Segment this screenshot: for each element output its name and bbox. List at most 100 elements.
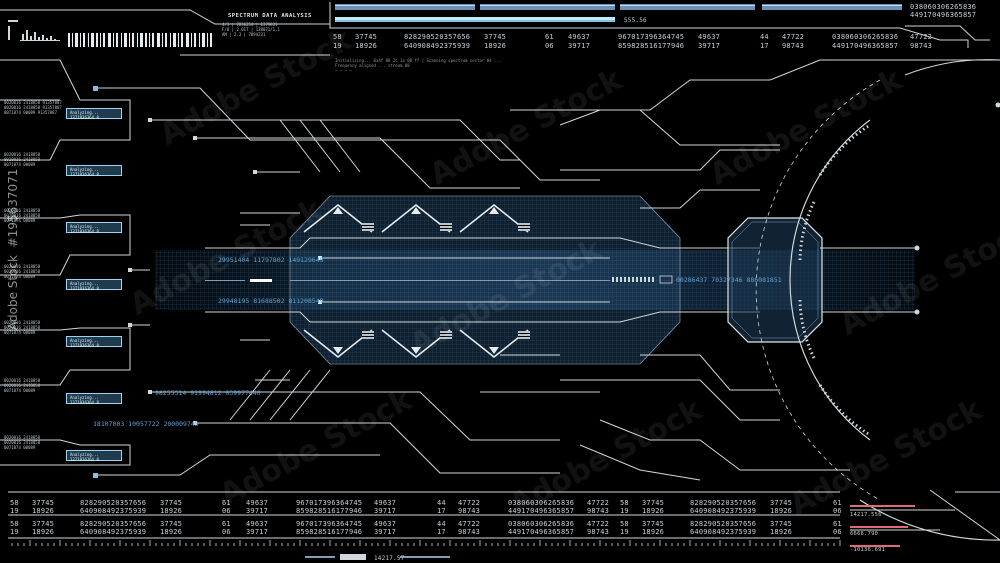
bottom-right-value-1: 14217.556: [850, 512, 882, 518]
side-watermark: Adobe Stock #195637071: [6, 168, 20, 330]
table-cell: 18926: [770, 528, 793, 536]
table-cell: 58: [10, 520, 19, 528]
table-cell: 37745: [32, 520, 55, 528]
center-right-readout: 00286437 70327346 886081851: [676, 276, 782, 284]
table-cell: 39717: [568, 42, 591, 50]
table-cell: 44: [437, 520, 446, 528]
table-cell: 37745: [770, 520, 793, 528]
analyzing-chip-6: Analyzing... 1371936364 8: [66, 393, 122, 405]
table-cell: 18926: [32, 528, 55, 536]
table-cell: 18926: [484, 42, 507, 50]
table-cell: 39717: [246, 528, 269, 536]
spectrum-title: SPECTRUM DATA ANALYSIS: [228, 13, 312, 19]
table-cell: 39717: [374, 507, 397, 515]
table-cell: 37745: [642, 499, 665, 507]
table-cell: 640908492375939: [690, 528, 757, 536]
center-lower-readout: 29948195 81688502 811208549: [218, 297, 324, 305]
spectrum-mini-graph: [8, 20, 60, 41]
table-cell: 61: [833, 520, 842, 528]
table-cell: 44: [760, 33, 769, 41]
table-cell: 859828516177946: [296, 507, 363, 515]
top-value: 555.56: [624, 17, 647, 24]
table-cell: 449170496365857: [508, 528, 575, 536]
table-cell: 58: [620, 520, 629, 528]
table-cell: 47722: [587, 499, 610, 507]
table-cell: 17: [760, 42, 769, 50]
table-cell: 06: [222, 528, 231, 536]
table-cell: 49637: [246, 520, 269, 528]
barcode-icon: [68, 33, 212, 47]
table-cell: 18926: [160, 507, 183, 515]
analyzing-chip-7: Analyzing... 1371936364 8: [66, 450, 122, 462]
table-cell: 61: [222, 499, 231, 507]
table-cell: 98743: [910, 42, 933, 50]
table-cell: 828290520357656: [690, 520, 757, 528]
table-cell: 18926: [770, 507, 793, 515]
table-cell: 038060306265836: [508, 499, 575, 507]
table-cell: 47722: [782, 33, 805, 41]
lower-left-readout-1: 98255314 91994812 039977440: [155, 389, 261, 397]
table-cell: 47722: [587, 520, 610, 528]
table-cell: 37745: [484, 33, 507, 41]
analyzing-chip-4: Analyzing... 1371936364 8: [66, 279, 122, 291]
center-upper-readout: 29951404 11797802 149129645: [218, 256, 324, 264]
table-cell: 18926: [32, 507, 55, 515]
table-cell: 47722: [458, 520, 481, 528]
table-cell: 37745: [355, 33, 378, 41]
table-cell: 39717: [246, 507, 269, 515]
table-cell: 18926: [160, 528, 183, 536]
table-cell: 038060306265836: [832, 33, 899, 41]
table-cell: 37745: [160, 520, 183, 528]
table-cell: 967017396364745: [618, 33, 685, 41]
table-cell: 98743: [587, 528, 610, 536]
top-right-line-1: 038060306265836: [910, 3, 977, 11]
table-cell: 49637: [246, 499, 269, 507]
table-cell: 49637: [374, 520, 397, 528]
table-cell: 18926: [355, 42, 378, 50]
table-cell: 98743: [782, 42, 805, 50]
table-cell: 640908492375939: [80, 528, 147, 536]
table-cell: 47722: [910, 33, 933, 41]
table-cell: 58: [620, 499, 629, 507]
table-cell: 37745: [160, 499, 183, 507]
analyzing-chip-5: Analyzing... 1371936364 8: [66, 336, 122, 348]
bottom-center-value: 14217.57: [374, 555, 405, 562]
table-cell: 449170496365857: [832, 42, 899, 50]
top-right-line-2: 449170496365857: [910, 11, 977, 19]
table-cell: 58: [10, 499, 19, 507]
table-cell: 06: [222, 507, 231, 515]
table-cell: 640908492375939: [690, 507, 757, 515]
table-cell: 640908492375939: [80, 507, 147, 515]
table-cell: 19: [620, 507, 629, 515]
table-cell: 19: [620, 528, 629, 536]
table-cell: 37745: [32, 499, 55, 507]
bottom-right-value-3: -10136.691: [850, 547, 886, 553]
table-cell: 58: [333, 33, 342, 41]
table-cell: 47722: [458, 499, 481, 507]
table-cell: 39717: [698, 42, 721, 50]
table-cell: 37745: [642, 520, 665, 528]
table-cell: 39717: [374, 528, 397, 536]
table-cell: 18926: [642, 528, 665, 536]
table-cell: 038060306265836: [508, 520, 575, 528]
table-cell: 17: [437, 528, 446, 536]
table-cell: 828290520357656: [80, 520, 147, 528]
table-cell: 37745: [770, 499, 793, 507]
analyzing-chip-1: Analyzing... 1371936364 8: [66, 108, 122, 120]
table-cell: 61: [545, 33, 554, 41]
table-cell: 828290520357656: [404, 33, 471, 41]
table-cell: 18926: [642, 507, 665, 515]
table-cell: 449170496365857: [508, 507, 575, 515]
table-cell: 06: [833, 507, 842, 515]
table-cell: 859828516177946: [296, 528, 363, 536]
table-cell: 859828516177946: [618, 42, 685, 50]
analyzing-chip-3: Analyzing... 1371936364 8: [66, 222, 122, 234]
table-cell: 61: [833, 499, 842, 507]
table-cell: 98743: [458, 528, 481, 536]
log-text: Initializing... 0x4f 88 2c 1a 00 ff | Sc…: [335, 58, 502, 73]
